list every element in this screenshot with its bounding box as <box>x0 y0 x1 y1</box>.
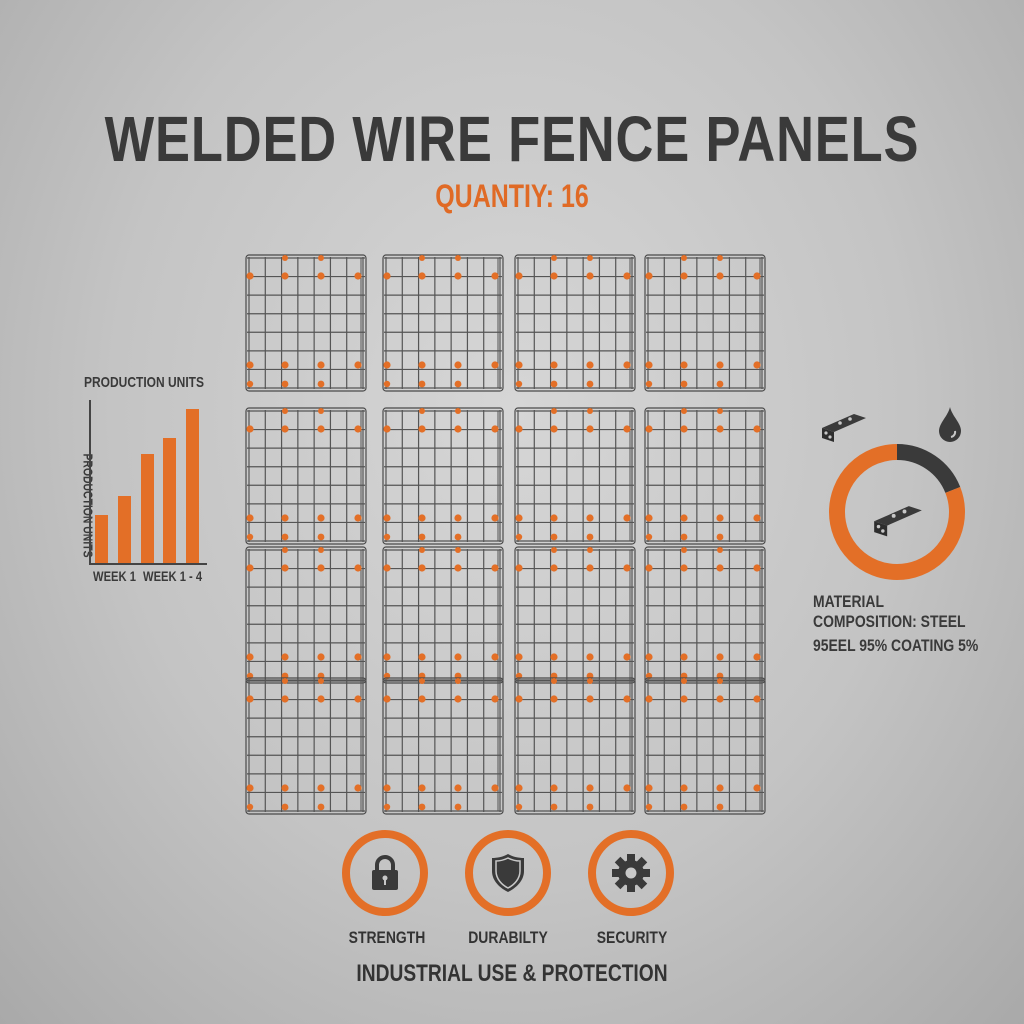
chart-title: PRODUCTION UNITS <box>84 374 204 391</box>
fence-panel <box>245 546 367 684</box>
fence-panel <box>382 254 504 392</box>
chart-x-tick-week-1-4: WEEK 1 - 4 <box>143 568 203 584</box>
feature-circle <box>588 830 674 916</box>
fence-panel <box>245 407 367 545</box>
chart-bar <box>117 495 131 563</box>
gear-icon <box>612 854 650 892</box>
feature-label-security: SECURITY <box>596 928 668 947</box>
chart-x-axis <box>89 563 207 565</box>
chart-y-label: PRODUCTION UNITS <box>80 453 96 558</box>
fence-panel <box>245 677 367 815</box>
footer-tagline: INDUSTRIAL USE & PROTECTION <box>356 960 668 987</box>
material-composition-text: MATERIAL COMPOSITION: STEEL 95EEL 95% CO… <box>813 592 978 656</box>
feature-label-strength: STRENGTH <box>348 928 426 947</box>
chart-bar <box>140 454 154 563</box>
chart-bar <box>163 438 177 563</box>
fence-panel <box>245 254 367 392</box>
fence-panel <box>382 677 504 815</box>
page-title: WELDED WIRE FENCE PANELS <box>104 103 920 175</box>
fence-panel <box>644 677 766 815</box>
shield-icon <box>492 854 524 892</box>
drop-icon <box>938 406 962 447</box>
material-donut-chart <box>829 444 965 585</box>
material-line-1: MATERIAL <box>813 592 884 611</box>
fence-panel <box>514 677 636 815</box>
fence-panel <box>644 407 766 545</box>
chart-x-tick-week-1: WEEK 1 <box>93 568 136 584</box>
fence-panel <box>514 407 636 545</box>
fence-panel <box>514 254 636 392</box>
chart-bar <box>95 515 108 563</box>
material-line-2: COMPOSITION: STEEL <box>813 612 966 631</box>
fence-panel <box>514 546 636 684</box>
quantity-label: QUANTIY: 16 <box>435 178 589 214</box>
feature-durability <box>465 830 551 916</box>
feature-strength <box>342 830 428 916</box>
donut-segment-steel <box>829 444 965 580</box>
feature-circle <box>342 830 428 916</box>
fence-panel <box>382 407 504 545</box>
bracket-icon <box>820 408 868 447</box>
feature-circle <box>465 830 551 916</box>
material-line-3: 95EEL 95% COATING 5% <box>813 636 979 655</box>
feature-security <box>588 830 674 916</box>
lock-icon <box>372 855 398 890</box>
fence-panel <box>644 546 766 684</box>
bracket-icon <box>872 498 924 543</box>
fence-panel <box>382 546 504 684</box>
fence-panel <box>644 254 766 392</box>
feature-label-durability: DURABILTY <box>468 928 548 947</box>
chart-bar <box>186 409 200 563</box>
chart-y-axis <box>89 400 91 564</box>
